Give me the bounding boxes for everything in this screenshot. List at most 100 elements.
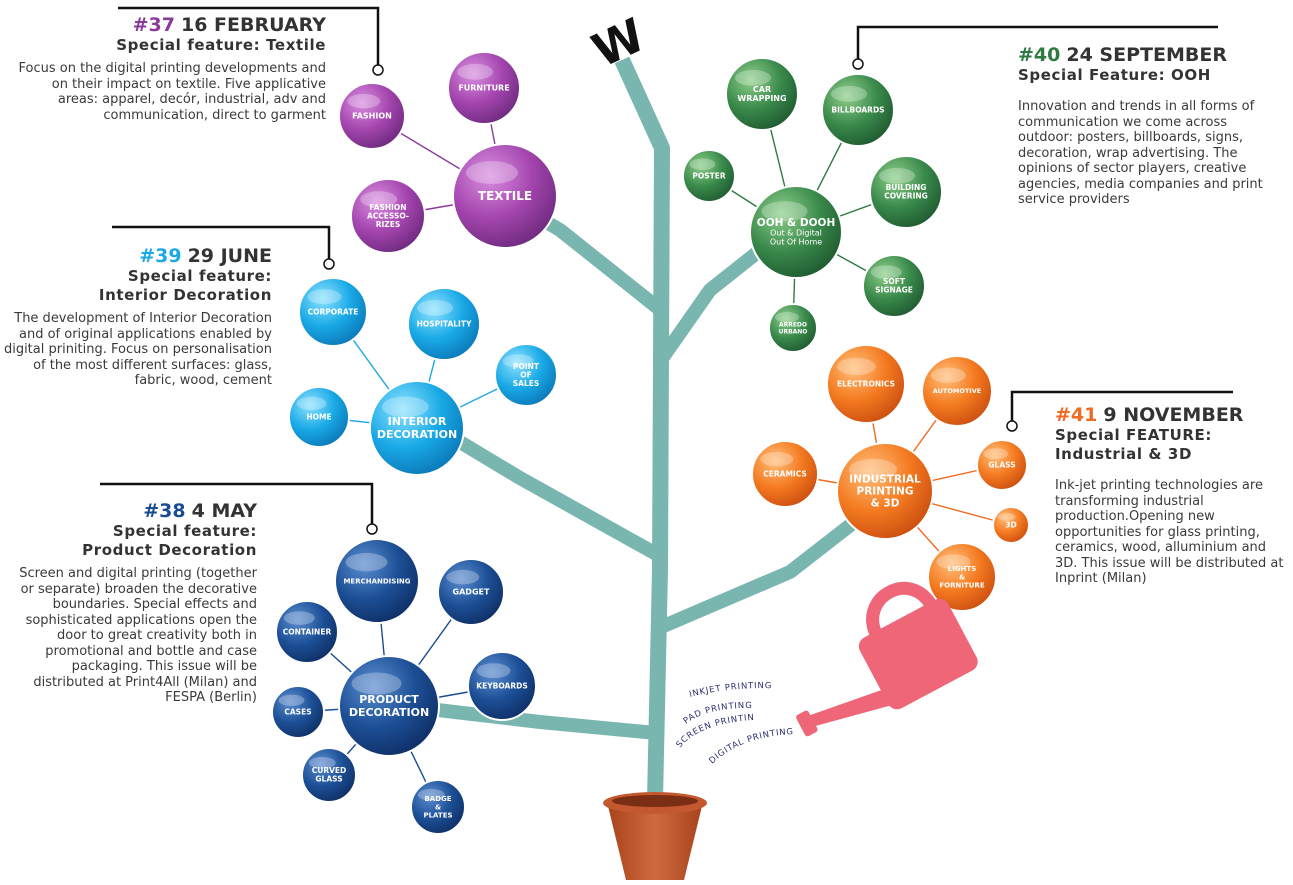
bubble-building-covering-label-line-1: BUILDING: [886, 183, 927, 192]
bubble-industrial-center: [836, 442, 934, 540]
bubble-3d-highlight: [997, 512, 1016, 521]
bubble-point-of-sales-label-line-1: POINT: [513, 362, 540, 371]
bubble-container-label-line-1: CONTAINER: [283, 627, 332, 636]
connector-end-interior: [323, 258, 335, 270]
bubble-home-highlight: [296, 396, 327, 411]
bubble-fashion-accesso-rizes-label-line-3: RIZES: [376, 220, 401, 229]
method-digital-printing: DIGITAL PRINTING: [707, 727, 794, 766]
issue-textile-description: Focus on the digital printing developmen…: [18, 61, 327, 123]
bubble-ooh-center-sublabel-line-1: Out & Digital: [770, 228, 822, 237]
issue-product-date: 4 MAY: [191, 500, 257, 522]
bubble-cases: [271, 685, 325, 739]
bubble-badge-plates: [410, 779, 466, 835]
pot-soil: [612, 795, 698, 807]
bubble-fashion-highlight: [347, 93, 381, 109]
bubble-car-wrapping: [725, 57, 799, 131]
bubble-soft-signage: [862, 254, 926, 318]
bubble-container: [275, 600, 339, 664]
bubble-point-of-sales-highlight: [502, 354, 534, 368]
connector-end-textile: [372, 64, 384, 76]
branch-interior: [441, 426, 662, 562]
watering-can-rose: [796, 710, 818, 737]
bubble-industrial-center-label-line-3: & 3D: [871, 497, 900, 509]
bubble-electronics: [826, 344, 906, 424]
bubble-automotive: [921, 355, 993, 427]
bubble-industrial-center-label-line-1: INDUSTRIAL: [849, 473, 921, 485]
issue-interior-date: 29 JUNE: [187, 245, 272, 267]
connector-ooh: [856, 25, 1218, 60]
watering-can-body: [858, 598, 978, 710]
bubble-product-center-label-line-2: DECORATION: [349, 706, 429, 719]
connector-end-industrial: [1006, 420, 1018, 432]
bubble-lights-forniture-label-line-2: &: [959, 573, 965, 581]
watering-can-icon: [796, 582, 978, 737]
watering-can-spout: [808, 688, 894, 727]
bubble-gadget-label-line-1: GADGET: [453, 588, 490, 597]
issue-textile-subtitle: Special feature: Textile: [116, 36, 326, 54]
w-logo: W: [584, 8, 653, 78]
bubble-ooh-center-highlight: [761, 201, 808, 222]
clusters: FASHIONFURNITUREFASHIONACCESSO-RIZESTEXT…: [271, 51, 1030, 835]
bubble-poster: [682, 149, 736, 203]
bubble-fashion-accesso-rizes-highlight: [360, 191, 398, 208]
bubble-ooh-center-sublabel-line-2: Out Of Home: [770, 238, 822, 247]
bubble-glass-highlight: [983, 448, 1009, 460]
bubble-gadget: [437, 558, 505, 626]
bubble-arredo-urbano-label-line-1: ARREDO: [779, 321, 807, 328]
bubble-gadget-highlight: [446, 569, 480, 585]
flower-pot: [603, 792, 707, 880]
bubble-soft-signage-label-line-1: SOFT: [883, 277, 906, 286]
bubble-product-center: [338, 655, 440, 757]
issue-ooh-description: Innovation and trends in all forms of co…: [1018, 99, 1263, 207]
bubble-lights-forniture: [927, 542, 997, 612]
cluster-industrial: ELECTRONICSAUTOMOTIVECERAMICSGLASS3DLIGH…: [751, 344, 1030, 612]
connector-end-ooh: [852, 58, 864, 70]
bubble-industrial-center-label-line-2: PRINTING: [857, 485, 914, 497]
bubble-fashion-accesso-rizes-label-line-2: ACCESSO-: [367, 211, 409, 220]
bubble-point-of-sales-label-line-2: OF: [520, 370, 532, 379]
bubble-badge-plates-label-line-2: &: [435, 803, 441, 811]
bubble-glass-label-line-1: GLASS: [988, 460, 1015, 469]
branch-product: [394, 698, 657, 740]
bubble-electronics-label-line-1: ELECTRONICS: [837, 379, 895, 388]
bubble-furniture-label-line-1: FURNITURE: [458, 84, 509, 93]
issue-product-subtitle-1: Special feature:: [112, 522, 257, 540]
bubble-soft-signage-highlight: [870, 265, 902, 279]
w-logo-letter: W: [584, 8, 653, 78]
bubble-automotive-highlight: [930, 367, 966, 383]
bubble-arredo-urbano-label-line-2: URBANO: [779, 328, 808, 335]
bubble-container-highlight: [283, 611, 315, 625]
trunk-main: [614, 56, 670, 801]
cluster-textile: FASHIONFURNITUREFASHIONACCESSO-RIZESTEXT…: [338, 51, 558, 254]
bubble-glass: [976, 439, 1028, 491]
bubble-soft-signage-label-line-2: SIGNAGE: [875, 286, 913, 295]
bubble-merchandising: [334, 538, 420, 624]
bubble-fashion: [338, 82, 406, 150]
issue-interior-description: The development of Interior Decoration a…: [3, 311, 272, 388]
connector-end-product: [366, 523, 378, 535]
bubble-billboards-highlight: [831, 85, 867, 102]
bubble-industrial-center-highlight: [849, 458, 897, 480]
bubble-home-label-line-1: HOME: [306, 412, 331, 421]
issue-product-number: #38: [143, 500, 186, 522]
bubble-car-wrapping-label-line-2: WRAPPING: [737, 94, 786, 103]
bubble-ooh-center-label-line-1: OOH & DOOH: [757, 217, 835, 229]
bubble-billboards: [821, 73, 895, 147]
issue-interior-subtitle-2: Interior Decoration: [98, 286, 272, 304]
bubble-ceramics-highlight: [760, 451, 794, 467]
issue-industrial-date: 9 NOVEMBER: [1103, 404, 1244, 426]
branch-industrial: [656, 510, 867, 635]
connector-industrial: [1010, 390, 1233, 422]
bubble-billboards-label-line-1: BILLBOARDS: [831, 105, 884, 114]
bubble-curved-glass-highlight: [308, 756, 336, 769]
bubble-automotive-label-line-1: AUTOMOTIVE: [933, 387, 981, 395]
bubble-lights-forniture-highlight: [936, 554, 971, 570]
bubble-curved-glass: [301, 747, 357, 803]
